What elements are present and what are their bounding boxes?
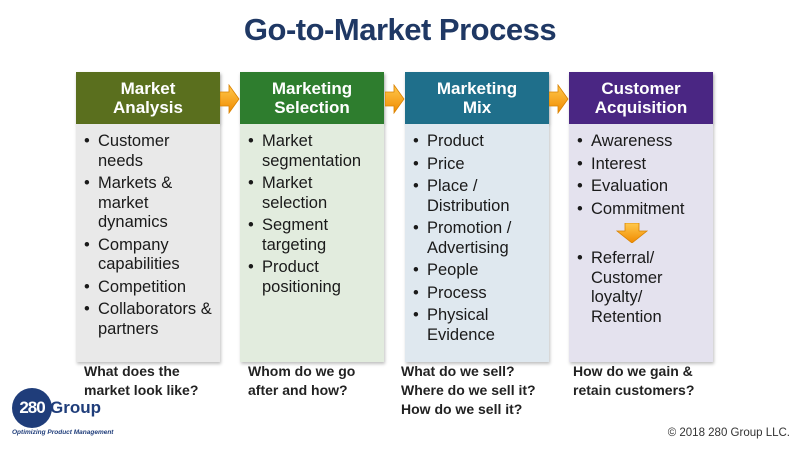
list-item: Promotion / Advertising bbox=[413, 219, 543, 258]
question-line: What does the bbox=[84, 363, 180, 379]
column-question: Whom do we go after and how? bbox=[248, 362, 355, 400]
question-line: How do we gain & bbox=[573, 363, 693, 379]
list-item: Segment targeting bbox=[248, 216, 378, 255]
column-header-line: Customer bbox=[601, 79, 681, 98]
column-marketing-mix: Marketing Mix Product Price Place / Dist… bbox=[405, 72, 549, 362]
list-item: Commitment bbox=[577, 200, 707, 220]
bullet-list: Product Price Place / Distribution Promo… bbox=[413, 132, 543, 345]
bullet-list: Customer needs Markets & market dynamics… bbox=[84, 132, 214, 339]
column-customer-acquisition: Customer Acquisition Awareness Interest … bbox=[569, 72, 713, 362]
list-item: Collaborators & partners bbox=[84, 300, 214, 339]
column-marketing-selection: Marketing Selection Market segmentation … bbox=[240, 72, 384, 362]
list-item: Referral/ Customer loyalty/ Retention bbox=[577, 249, 707, 327]
list-item: Awareness bbox=[577, 132, 707, 152]
list-item: Competition bbox=[84, 278, 214, 298]
list-item: Markets & market dynamics bbox=[84, 174, 214, 233]
list-item: Market segmentation bbox=[248, 132, 378, 171]
list-item: People bbox=[413, 261, 543, 281]
page-title: Go-to-Market Process bbox=[243, 12, 557, 47]
bullet-list: Market segmentation Market selection Seg… bbox=[248, 132, 378, 297]
question-line: market look like? bbox=[84, 382, 199, 398]
column-question: How do we gain & retain customers? bbox=[573, 362, 694, 400]
column-body: Product Price Place / Distribution Promo… bbox=[405, 124, 549, 362]
list-item: Physical Evidence bbox=[413, 306, 543, 345]
column-header-line: Marketing bbox=[271, 79, 353, 98]
list-item: Market selection bbox=[248, 174, 378, 213]
logo-tagline: Optimizing Product Management bbox=[12, 429, 114, 436]
bullet-list-retention: Referral/ Customer loyalty/ Retention bbox=[577, 249, 707, 327]
list-item: Place / Distribution bbox=[413, 177, 543, 216]
question-line: How do we sell it? bbox=[401, 401, 523, 417]
column-header: Market Analysis bbox=[76, 72, 220, 124]
list-item: Product positioning bbox=[248, 258, 378, 297]
column-header-line: Selection bbox=[274, 98, 350, 117]
logo-number: 280 bbox=[12, 388, 52, 428]
question-line: retain customers? bbox=[573, 382, 695, 398]
logo-name: Group bbox=[50, 398, 101, 417]
right-arrow-icon bbox=[385, 84, 405, 114]
column-question: What do we sell? Where do we sell it? Ho… bbox=[401, 362, 536, 419]
column-body: Awareness Interest Evaluation Commitment… bbox=[569, 124, 713, 362]
column-header: Customer Acquisition bbox=[569, 72, 713, 124]
question-line: Whom do we go bbox=[248, 363, 356, 379]
bullet-list: Awareness Interest Evaluation Commitment bbox=[577, 132, 707, 219]
question-line: after and how? bbox=[248, 382, 348, 398]
column-market-analysis: Market Analysis Customer needs Markets &… bbox=[76, 72, 220, 362]
column-header-line: Mix bbox=[462, 98, 492, 117]
column-question: What does the market look like? bbox=[84, 362, 198, 400]
list-item: Interest bbox=[577, 155, 707, 175]
column-header-line: Marketing bbox=[436, 79, 518, 98]
company-logo: 280 Group Optimizing Product Management bbox=[12, 388, 113, 436]
list-item: Company capabilities bbox=[84, 236, 214, 275]
down-arrow-icon bbox=[557, 223, 707, 243]
right-arrow-icon bbox=[220, 84, 240, 114]
list-item: Price bbox=[413, 155, 543, 175]
column-header: Marketing Mix bbox=[405, 72, 549, 124]
column-header-line: Market bbox=[120, 79, 176, 98]
column-header: Marketing Selection bbox=[240, 72, 384, 124]
column-body: Customer needs Markets & market dynamics… bbox=[76, 124, 220, 362]
list-item: Process bbox=[413, 284, 543, 304]
column-header-line: Acquisition bbox=[594, 98, 688, 117]
list-item: Evaluation bbox=[577, 177, 707, 197]
column-header-line: Analysis bbox=[113, 98, 183, 117]
question-line: Where do we sell it? bbox=[401, 382, 536, 398]
list-item: Product bbox=[413, 132, 543, 152]
column-body: Market segmentation Market selection Seg… bbox=[240, 124, 384, 362]
list-item: Customer needs bbox=[84, 132, 214, 171]
copyright-notice: © 2018 280 Group LLC. bbox=[667, 427, 790, 439]
question-line: What do we sell? bbox=[401, 363, 515, 379]
right-arrow-icon bbox=[549, 84, 569, 114]
